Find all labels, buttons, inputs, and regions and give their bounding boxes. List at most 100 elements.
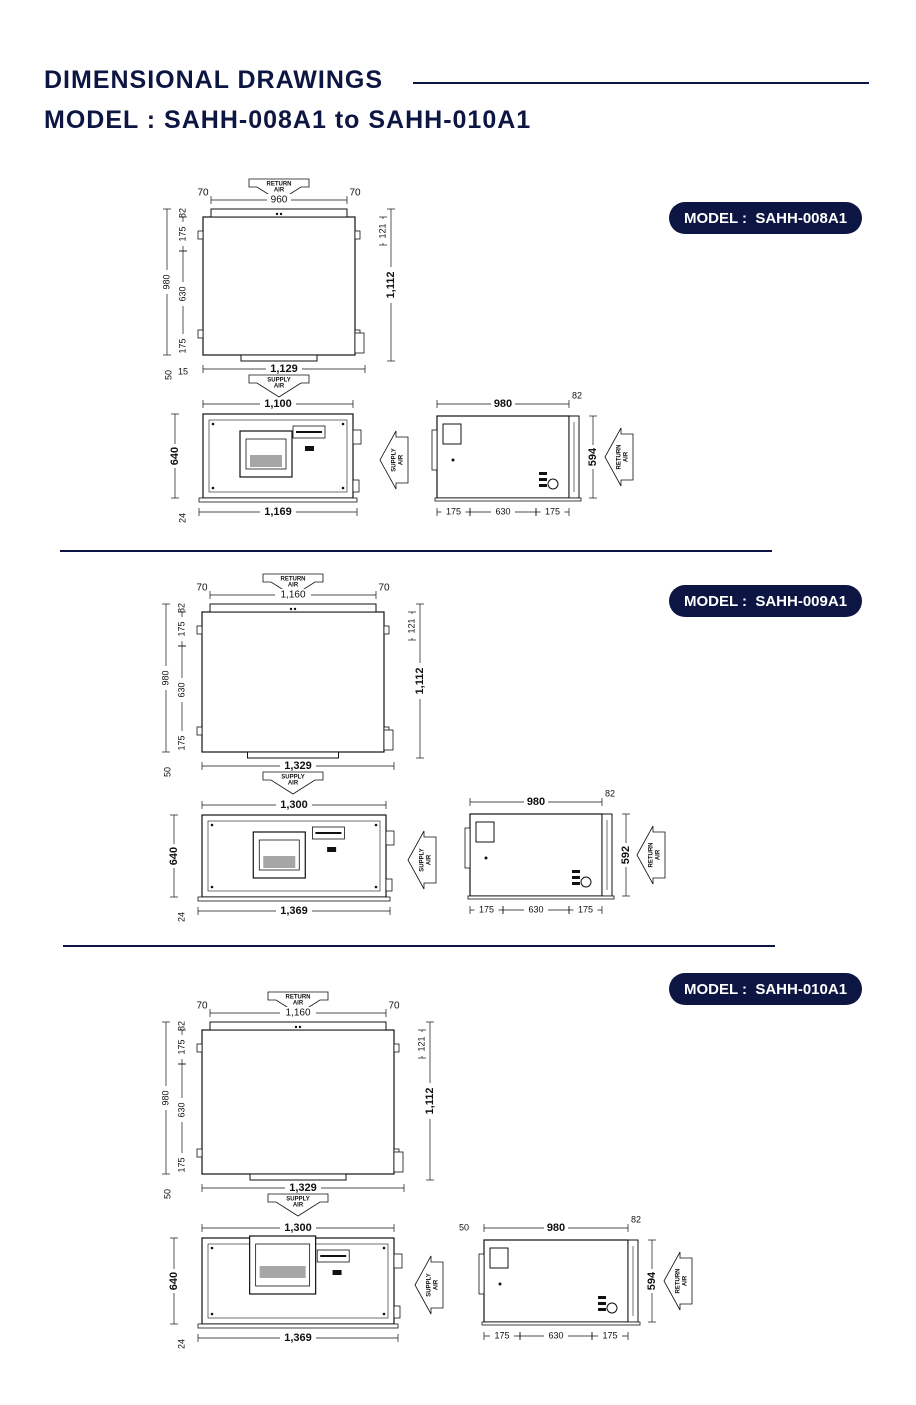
model-badge-sahh-010a1: MODEL : SAHH-010A1 bbox=[669, 973, 862, 1005]
label-bg bbox=[275, 589, 311, 601]
dimension-label: 82 bbox=[572, 390, 582, 400]
dimension-label: 175 bbox=[479, 904, 494, 914]
label-bg bbox=[168, 1269, 180, 1293]
pipe-connection bbox=[598, 1296, 606, 1299]
dimension-label: 630 bbox=[177, 286, 187, 301]
air-arrow-label: AIR bbox=[434, 1279, 440, 1290]
dimension-label: 594 bbox=[587, 447, 599, 466]
screw bbox=[484, 856, 488, 860]
label-bg bbox=[280, 1332, 316, 1344]
dimension-label: 82 bbox=[631, 1214, 641, 1224]
side-bracket bbox=[478, 1253, 485, 1295]
supply-duct-flange bbox=[240, 354, 318, 362]
dimension-label: 175 bbox=[446, 506, 461, 516]
dimension-label: 121 bbox=[377, 223, 387, 238]
base-frame bbox=[197, 896, 391, 902]
label-bg bbox=[177, 334, 189, 358]
air-arrow-label: AIR bbox=[427, 854, 433, 865]
access-panel bbox=[489, 1247, 509, 1269]
dimension-label: 175 bbox=[176, 735, 186, 750]
screw bbox=[341, 422, 345, 426]
unit-body-top bbox=[201, 1029, 395, 1175]
side-fitting bbox=[385, 878, 393, 892]
air-arrow-label: RETURN bbox=[281, 577, 306, 583]
unit-body-top bbox=[202, 216, 356, 356]
pipe-connection bbox=[539, 472, 547, 475]
screw bbox=[498, 1282, 502, 1286]
label-bg bbox=[524, 904, 548, 916]
side-fitting bbox=[352, 479, 360, 493]
base-frame bbox=[197, 1323, 399, 1329]
label-bg bbox=[168, 844, 180, 868]
mounting-bracket bbox=[197, 329, 204, 339]
dimension-label: 640 bbox=[168, 1272, 180, 1290]
screw bbox=[382, 1312, 386, 1316]
access-panel bbox=[442, 423, 462, 445]
label-bg bbox=[280, 760, 316, 772]
dimension-label: 980 bbox=[547, 1222, 565, 1234]
dimension-label: 980 bbox=[527, 796, 545, 808]
label-bg bbox=[176, 599, 188, 617]
label-bg bbox=[646, 1269, 658, 1293]
dimension-label: 121 bbox=[416, 1036, 426, 1051]
dimension-label: 175 bbox=[176, 1039, 186, 1054]
dimension-label: 70 bbox=[196, 1001, 208, 1012]
dimension-label: 175 bbox=[578, 904, 593, 914]
label-bg bbox=[260, 398, 296, 410]
pipe-connection bbox=[572, 882, 580, 885]
dimension-label: 175 bbox=[602, 1330, 617, 1340]
bolt-mark bbox=[279, 212, 283, 216]
dimension-label: 980 bbox=[494, 398, 512, 410]
air-arrow-label: SUPPLY bbox=[267, 378, 290, 384]
dimension-label: 1,169 bbox=[264, 506, 292, 518]
bolt-mark bbox=[294, 1025, 298, 1029]
dimension-label: 121 bbox=[406, 618, 416, 633]
label-bg bbox=[414, 663, 426, 699]
side-fitting bbox=[393, 1305, 401, 1319]
base-frame bbox=[434, 497, 582, 502]
label-bg bbox=[280, 1222, 316, 1234]
air-arrow-label: SUPPLY bbox=[392, 448, 398, 471]
dimension-label: 50 bbox=[162, 767, 172, 777]
label-bg bbox=[266, 363, 302, 375]
label-bg bbox=[524, 796, 548, 808]
dimension-label: 1,129 bbox=[270, 363, 298, 375]
screw bbox=[451, 458, 455, 462]
fan-outlet-inner bbox=[245, 438, 287, 470]
drain-port bbox=[606, 1302, 618, 1314]
air-arrow-shape bbox=[604, 427, 634, 487]
front-panel bbox=[207, 820, 381, 892]
pipe-connection bbox=[572, 870, 580, 873]
dimension-label: 70 bbox=[197, 188, 209, 199]
air-arrow-shape bbox=[414, 1255, 444, 1315]
bolt-mark bbox=[289, 607, 293, 611]
pipe-connection bbox=[598, 1302, 606, 1305]
air-arrow-shape bbox=[663, 1251, 693, 1311]
dimension-label: 82 bbox=[176, 603, 186, 613]
air-arrow-label: RETURN bbox=[617, 445, 623, 470]
screw bbox=[374, 885, 378, 889]
screw bbox=[210, 885, 214, 889]
dimension-label: 24 bbox=[176, 1339, 186, 1349]
screw bbox=[382, 1246, 386, 1250]
dimension-label: 1,112 bbox=[424, 1088, 436, 1115]
dimension-label: 980 bbox=[160, 1090, 170, 1105]
air-arrow-label: AIR bbox=[683, 1275, 689, 1286]
label-bg bbox=[544, 1222, 568, 1234]
dimension-label: 1,112 bbox=[385, 272, 397, 299]
mounting-bracket bbox=[196, 625, 203, 635]
air-arrow-label: AIR bbox=[399, 454, 405, 465]
label-bg bbox=[276, 799, 312, 811]
drain-connection bbox=[393, 1151, 404, 1173]
dimension-label: 175 bbox=[545, 506, 560, 516]
